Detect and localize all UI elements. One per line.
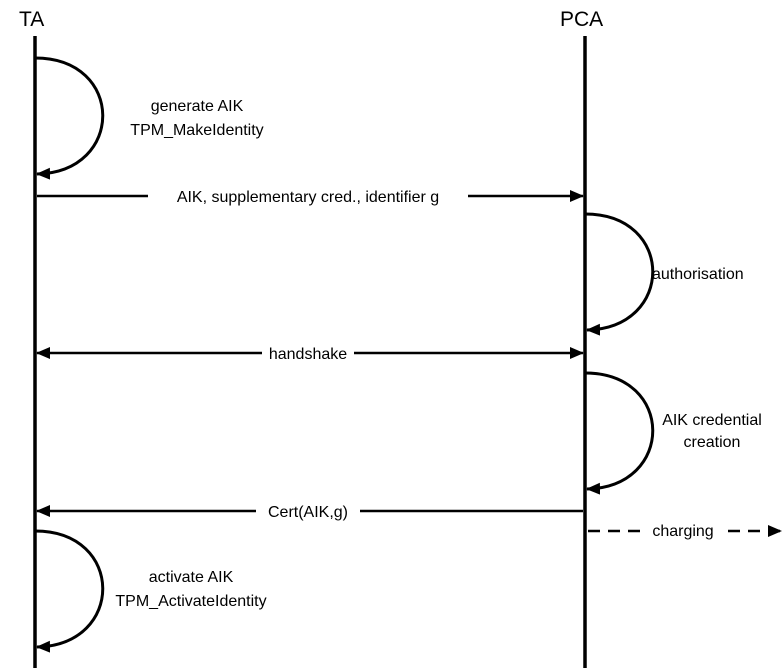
actor-ta-label: TA <box>19 8 44 31</box>
tpm-makeidentity-label: TPM_MakeIdentity <box>130 122 263 139</box>
creation-label: creation <box>684 434 741 451</box>
generate-aik-label: generate AIK <box>151 98 244 115</box>
self-loop-generate-arrow <box>34 56 105 180</box>
tpm-activateidentity-label: TPM_ActivateIdentity <box>115 593 266 610</box>
request-label: AIK, supplementary cred., identifier g <box>177 189 439 206</box>
charging-label: charging <box>652 523 713 540</box>
activate-aik-label: activate AIK <box>149 569 234 586</box>
self-loop-activate-arrow <box>34 529 105 653</box>
self-loop-authorisation-arrow <box>584 212 655 336</box>
aik-credential-label: AIK credential <box>662 412 762 429</box>
cert-label: Cert(AIK,g) <box>268 504 348 521</box>
self-loop-credential-arrow <box>584 371 655 495</box>
authorisation-label: authorisation <box>652 266 744 283</box>
handshake-label: handshake <box>269 346 347 363</box>
actor-pca-label: PCA <box>560 8 603 31</box>
